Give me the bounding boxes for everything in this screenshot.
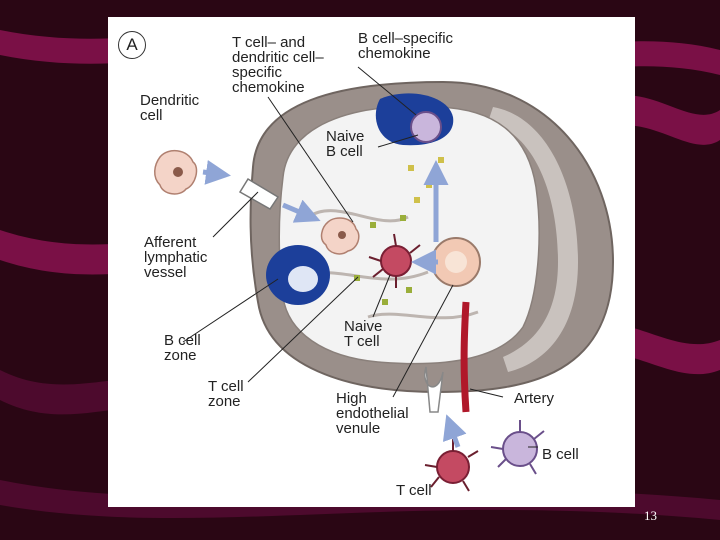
- label-afferent-lymphatic: Afferent lymphatic vessel: [144, 234, 208, 281]
- migration-arrow: [442, 414, 467, 448]
- migration-arrow: [282, 199, 321, 223]
- lymph-node-figure: A Dendritic cell T cell– and dendritic c…: [108, 17, 635, 507]
- dendritic-cell-inner-nucleus: [338, 231, 346, 239]
- dendritic-cell-outer-nucleus: [173, 167, 183, 177]
- artery: [460, 301, 470, 413]
- label-t-cell: T cell: [396, 482, 432, 499]
- label-naive-t-cell: Naive T cell: [344, 318, 383, 350]
- efferent-lymphatic-vessel: [424, 366, 444, 413]
- label-dendritic-cell: Dendritic cell: [140, 92, 200, 124]
- label-t-cell-zone: T cell zone: [208, 378, 244, 410]
- chemokine-dot: [400, 215, 406, 221]
- label-naive-b-cell: Naive B cell: [326, 128, 365, 160]
- label-b-cell: B cell: [542, 446, 579, 463]
- chemokine-dot: [438, 157, 444, 163]
- chemokine-dot: [408, 165, 414, 171]
- chemokine-dot: [426, 182, 432, 188]
- hev-lumen: [445, 251, 467, 273]
- b-cell-bottom-receptors: [490, 420, 545, 475]
- label-t-dc-chemokine: T cell– and dendritic cell– specific che…: [232, 34, 324, 96]
- b-cell-bottom-body: [502, 431, 538, 467]
- naive-t-cell-receptors: [368, 233, 421, 288]
- lymph-node-diagram: [154, 66, 615, 492]
- label-artery: Artery: [514, 390, 555, 407]
- t-cell-bottom-body: [436, 450, 470, 484]
- chemokine-dot: [406, 287, 412, 293]
- migration-arrow: [202, 160, 231, 185]
- node-medulla-band: [488, 107, 578, 372]
- label-high-endothelial-venule: High endothelial venule: [336, 390, 409, 437]
- afferent-lymphatic-vessel: [238, 177, 280, 210]
- chemokine-dot: [414, 197, 420, 203]
- naive-b-cell-body: [410, 111, 442, 143]
- leader-lines: [182, 66, 538, 448]
- t-cell-bottom-receptors: [424, 439, 479, 492]
- page-number: 13: [644, 508, 657, 523]
- panel-letter: A: [118, 31, 146, 59]
- chemokine-dot: [382, 299, 388, 305]
- label-b-cell-zone: B cell zone: [164, 332, 201, 364]
- chemokine-dot: [370, 222, 376, 228]
- label-b-cell-chemokine: B cell–specific chemokine: [358, 30, 454, 62]
- follicle-germinal-center: [288, 266, 318, 292]
- naive-t-cell-body: [380, 245, 412, 277]
